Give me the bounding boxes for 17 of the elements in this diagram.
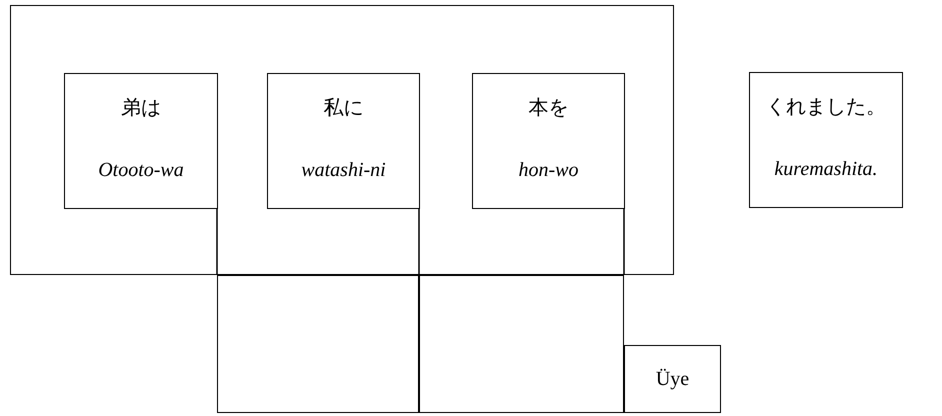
romanized-word: Otooto-wa — [98, 158, 184, 182]
word-box — [624, 345, 721, 413]
empty-box — [10, 5, 674, 275]
romanized-word: hon-wo — [518, 158, 578, 182]
empty-box — [419, 275, 624, 413]
word-box — [472, 73, 625, 209]
word-box — [64, 73, 218, 209]
word-box — [749, 72, 903, 208]
empty-box — [217, 275, 419, 413]
japanese-word: Üye — [656, 367, 690, 391]
romanized-word: kuremashita. — [774, 157, 878, 181]
romanized-word: watashi-ni — [301, 158, 386, 182]
japanese-word: 弟は — [121, 96, 161, 120]
japanese-word: 本を — [528, 96, 568, 120]
japanese-word: 私に — [324, 96, 364, 120]
japanese-word: くれました。 — [766, 95, 886, 119]
word-box — [267, 73, 420, 209]
